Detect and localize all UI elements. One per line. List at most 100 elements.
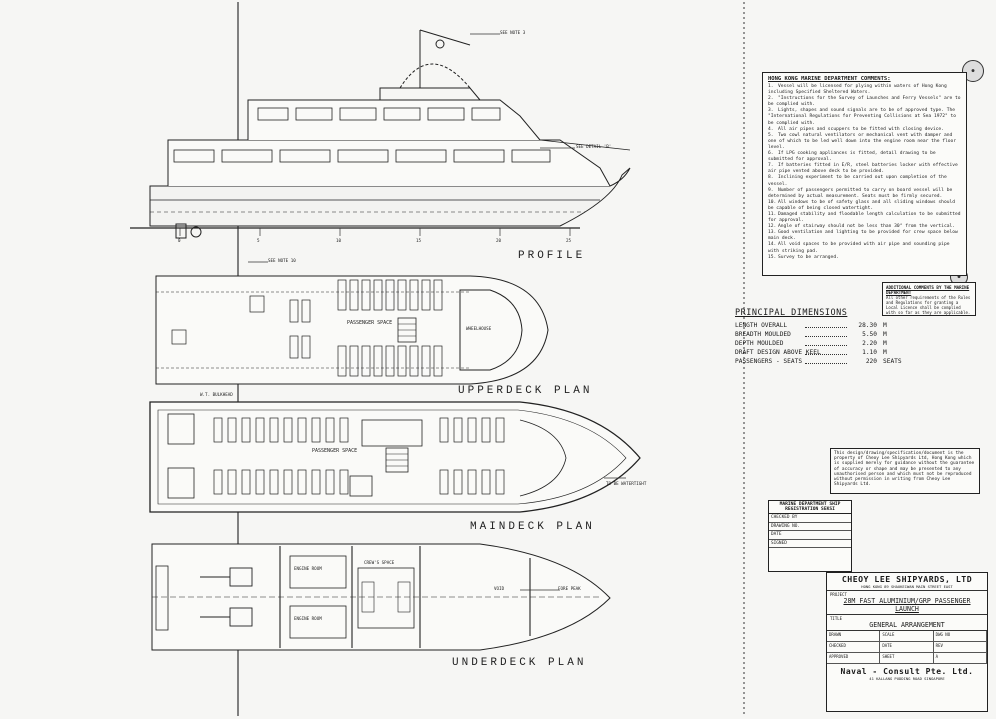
project-label: PROJECT: [830, 592, 847, 597]
note-item: 3.Lights, shapes and sound signals are t…: [768, 108, 957, 126]
maindeck-plan: [149, 401, 641, 513]
consultant-address: 41 KALLANG PUDDING ROAD SINGAPORE: [869, 676, 945, 681]
profile-rudder: [175, 223, 187, 239]
maindeck-outline: [149, 401, 641, 513]
note-item: 5.Two cowl natural ventilators or mechan…: [768, 132, 957, 150]
profile-frame-ticks: [179, 228, 571, 236]
note-item: 12.Angle of stairway should not be less …: [768, 224, 956, 230]
frame-20: 20: [496, 238, 502, 243]
underdeck-er-port: [289, 555, 347, 589]
engine-room-port-label: ENGINE ROOM: [294, 566, 322, 571]
profile-radar: [435, 39, 445, 49]
upperdeck-title: UPPERDECK PLAN: [458, 385, 593, 397]
underdeck-title: UNDERDECK PLAN: [452, 657, 587, 669]
frame-5: 5: [257, 238, 260, 243]
underdeck-er-stbd: [289, 605, 347, 639]
marine-department-row: CHECKED BY: [769, 514, 851, 523]
void-label: VOID: [494, 586, 505, 591]
mast-callout: SEE NOTE 3: [500, 30, 526, 35]
title-block: CHEOY LEE SHIPYARDS, LTD HONG KONG 89 SH…: [826, 572, 988, 712]
drawing-title: GENERAL ARRANGEMENT: [869, 621, 945, 629]
main-passenger-label: PASSENGER SPACE: [312, 448, 358, 454]
marine-department-box: MARINE DEPARTMENT SHIP REGISTRATION SEKS…: [768, 500, 852, 572]
note-item: 10.All windows to be of safety glass and…: [768, 199, 956, 211]
profile-upper-windows: [257, 107, 501, 121]
marine-department-row: DATE: [769, 531, 851, 540]
note-item: 15.Survey to be arranged.: [768, 254, 839, 260]
maindeck-toilet-port: [167, 413, 195, 445]
notes-title: HONG KONG MARINE DEPARTMENT COMMENTS:: [768, 76, 891, 82]
engine-room-stbd-label: ENGINE ROOM: [294, 616, 322, 621]
leader-lines: [248, 33, 626, 591]
copyright-notice: This design/drawing/specification/docume…: [830, 448, 980, 494]
additional-comments-box: ADDITIONAL COMMENTS BY THE MARINE DEPART…: [882, 282, 976, 316]
additional-comments-title: ADDITIONAL COMMENTS BY THE MARINE DEPART…: [886, 285, 970, 295]
crew-space-label: CREW'S SPACE: [364, 560, 395, 565]
profile-main-windows: [173, 149, 551, 163]
consultant-name: Naval - Consult Pte. Ltd.: [840, 667, 974, 676]
frame-10: 10: [336, 238, 342, 243]
profile-bow-rail: [539, 139, 631, 151]
additional-comments-body: All other requirements of the Rules and …: [886, 295, 971, 315]
note-item: 1.Vessel will be licensed for plying wit…: [768, 84, 947, 96]
principal-dimensions-title: PRINCIPAL DIMENSIONS: [735, 308, 848, 318]
maindeck-counter: [361, 419, 423, 447]
note-item: 11.Damaged stability and floodable lengt…: [768, 211, 961, 224]
marine-department-comments: HONG KONG MARINE DEPARTMENT COMMENTS: 1.…: [762, 72, 967, 276]
frame-25: 25: [566, 238, 572, 243]
stamp-seal-top: ●: [962, 60, 984, 82]
notes-list: 1.Vessel will be licensed for plying wit…: [768, 84, 961, 261]
profile-callout: SEE DETAIL 'B': [576, 144, 612, 149]
underdeck-plan: [151, 543, 611, 651]
principal-dimensions: PRINCIPAL DIMENSIONS LENGTH OVERALL 28.3…: [735, 308, 902, 366]
maindeck-bow-cabin: [519, 419, 567, 497]
note-item: 6.If LPG cooking appliances is fitted, d…: [768, 151, 936, 163]
profile-propeller: [190, 226, 202, 238]
note-item: 2."Instructions for the Survey of Launch…: [768, 96, 961, 108]
profile-radar-arc: [399, 63, 471, 89]
note-item: 14.All void spaces to be provided with a…: [768, 242, 950, 254]
wheelhouse-label: WHEELHOUSE: [466, 326, 492, 331]
note-item: 7.If batteries fitted in E/R, steel batt…: [768, 163, 958, 175]
upper-callout: SEE NOTE 10: [268, 258, 296, 263]
underdeck-aft-tank: [155, 565, 169, 631]
maindeck-seats-stbd: [213, 469, 505, 495]
title-label: TITLE: [830, 616, 843, 621]
fore-peak-label: FORE PEAK: [558, 586, 581, 591]
maindeck-toilet-stbd: [167, 467, 195, 499]
project-name: 28M FAST ALUMINIUM/GRP PASSENGER LAUNCH: [843, 597, 971, 613]
upperdeck-wheelhouse: [459, 289, 523, 371]
profile-title: PROFILE: [518, 250, 586, 262]
marine-department-row: DRAWING NO.: [769, 523, 851, 532]
profile-wheelhouse-top: [379, 87, 481, 101]
company-name: CHEOY LEE SHIPYARDS, LTD: [841, 574, 973, 584]
note-item: 8.Inclining experiment to be carried out…: [768, 175, 947, 187]
upperdeck-outline: [155, 275, 549, 385]
note-item: 13.Good ventilation and lighting to be p…: [768, 230, 958, 242]
note-item: 4.All air pipes and scuppers to be fitte…: [768, 126, 944, 132]
wt-bulkhead-label: W.T. BULKHEAD: [200, 392, 233, 397]
upper-passenger-label: PASSENGER SPACE: [347, 320, 393, 326]
marine-department-row: SIGNED: [769, 540, 851, 549]
upperdeck-seats: [289, 279, 443, 377]
profile-main-cabin: [167, 139, 611, 187]
upperdeck-plan: [155, 275, 549, 385]
maindeck-title: MAINDECK PLAN: [470, 521, 595, 533]
note-item: 9.Number of passengers permitted to carr…: [768, 187, 953, 199]
underdeck-crew-room: [357, 567, 415, 629]
company-address: HONG KONG 89 SHAUKEIWAN MAIN STREET EAST: [861, 584, 953, 589]
upperdeck-aft-locker: [171, 329, 187, 345]
profile-mast-stay: [419, 29, 471, 46]
maindeck-seats-port: [213, 417, 505, 443]
marine-department-header: MARINE DEPARTMENT SHIP REGISTRATION SEKS…: [769, 501, 851, 515]
profile-hull: [149, 167, 631, 227]
main-callout: TO BE WATERTIGHT: [606, 481, 647, 486]
frame-15: 15: [416, 238, 422, 243]
